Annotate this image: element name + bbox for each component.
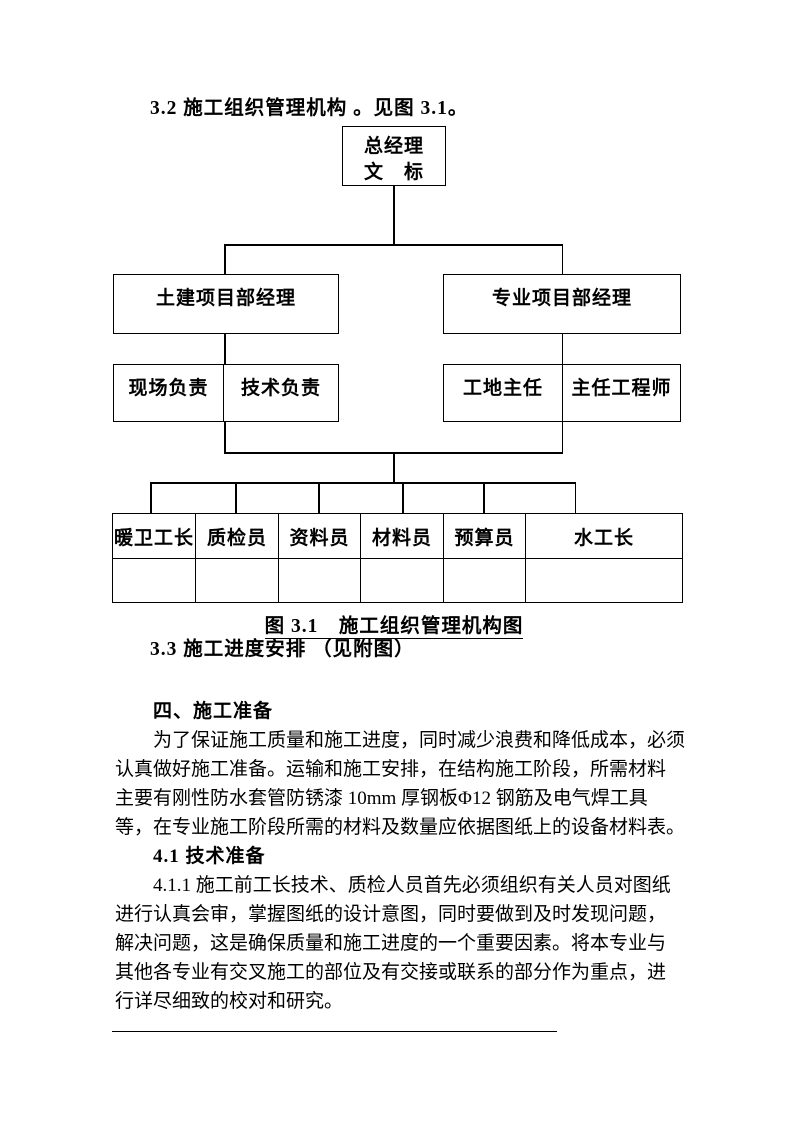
connector-line [224,333,226,365]
table-cell-empty [195,558,279,603]
org-box-label: 主任工程师 [562,365,680,421]
org-box-label: 现场负责 [128,378,209,399]
table-cell-empty [112,558,196,603]
org-box-label: 文 标 [363,162,424,183]
table-header-cell: 预算员 [443,513,526,559]
connector-line [393,452,395,483]
connector-line [574,482,576,514]
org-box-civil-roles: 现场负责 技术负责 [113,364,339,422]
connector-line [235,482,237,514]
connector-line [561,333,563,365]
org-box-general-manager: 总经理 文 标 [342,126,446,186]
table-header-cell: 质检员 [195,513,279,559]
connector-line [150,482,576,484]
org-box-specialty-manager: 专业项目部经理 [443,274,681,334]
table-row [112,558,683,603]
connector-line [318,482,320,514]
table-cell-empty [278,558,361,603]
org-box-label: 土建项目部经理 [155,288,296,309]
table-header-cell: 资料员 [278,513,361,559]
connector-line [224,421,226,453]
heading-3-3: 3.3 施工进度安排 （见附图） [150,639,415,660]
table-header-cell: 暖卫工长 [112,513,196,559]
table-header-cell: 水工长 [525,513,683,559]
table-cell-empty [360,558,444,603]
table-cell-empty [443,558,526,603]
org-box-label: 技术负责 [223,365,338,421]
body-text: 四、施工准备 为了保证施工质量和施工进度，同时减少浪费和降低成本，必须 认真做好… [115,697,687,1016]
connector-line [402,482,404,514]
subsection-heading-4-1: 4.1 技术准备 [153,846,266,867]
figure-caption-text: 图 3.1 施工组织管理机构图 [264,616,524,639]
heading-3-2: 3.2 施工组织管理机构 。见图 3.1。 [150,98,469,119]
org-box-label: 工地主任 [462,378,543,399]
figure-caption: 图 3.1 施工组织管理机构图 [108,609,680,639]
connector-line [561,244,563,275]
footer-divider [112,1031,557,1033]
org-box-specialty-roles: 工地主任 主任工程师 [443,364,681,422]
org-box-label: 专业项目部经理 [491,288,632,309]
connector-line [393,185,395,245]
org-box-civil-manager: 土建项目部经理 [113,274,339,334]
paragraph: 为了保证施工质量和施工进度，同时减少浪费和降低成本，必须 认真做好施工准备。运输… [115,730,686,838]
table-row: 暖卫工长 质检员 资料员 材料员 预算员 水工长 [112,513,683,559]
table-header-cell: 材料员 [360,513,444,559]
connector-line [483,482,485,514]
section-heading-4: 四、施工准备 [153,701,274,722]
paragraph: 4.1.1 施工前工长技术、质检人员首先必须组织有关人员对图纸 进行认真会审，掌… [115,875,671,1012]
connector-line [224,244,563,246]
connector-line [561,421,563,453]
connector-line [150,482,152,514]
staff-table: 暖卫工长 质检员 资料员 材料员 预算员 水工长 [112,513,683,603]
org-box-label: 总经理 [363,136,424,157]
table-cell-empty [525,558,683,603]
connector-line [224,244,226,275]
